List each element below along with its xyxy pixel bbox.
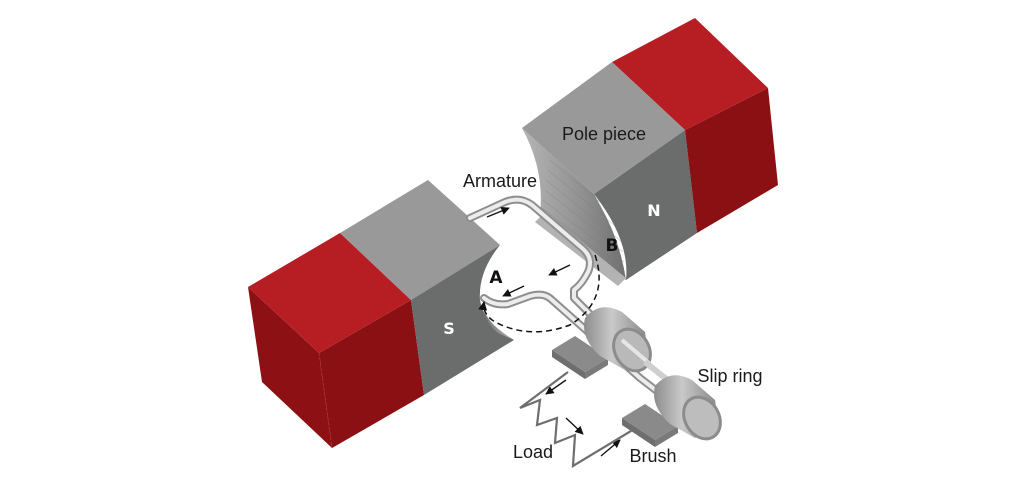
south-pole-face — [411, 245, 514, 395]
south-pole-label: S — [443, 319, 455, 338]
north-pole-face — [594, 130, 697, 280]
south-pole-piece-top — [340, 180, 500, 300]
north-magnet-red-front-face — [685, 88, 778, 233]
south-magnet-red-front-face — [319, 300, 424, 448]
south-magnet: S — [248, 180, 514, 449]
rotation-path-dashed — [478, 254, 600, 333]
slip-ring-1 — [552, 307, 652, 379]
current-arrows — [486, 206, 621, 457]
north-magnet: Pole piece N — [522, 18, 778, 286]
south-magnet-edge — [318, 352, 333, 449]
south-pole-concave-surface — [483, 305, 514, 340]
brush-2 — [622, 404, 678, 440]
current-arrow-4 — [545, 379, 567, 395]
south-magnet-red-top-face — [248, 233, 411, 353]
pole-piece-label: Pole piece — [562, 124, 646, 144]
point-b-label: B — [606, 236, 619, 256]
load-resistor — [519, 371, 637, 469]
point-a-label: A — [489, 268, 503, 288]
north-magnet-red-top-face — [612, 18, 768, 130]
armature-loop — [466, 195, 679, 409]
slip-ring-label: Slip ring — [697, 366, 762, 386]
slip-ring-2 — [622, 375, 722, 447]
brush-1 — [552, 336, 608, 372]
south-magnet-red-left-face — [248, 287, 332, 448]
current-arrow-6 — [600, 439, 621, 457]
load-label: Load — [513, 442, 553, 462]
brush-label: Brush — [629, 446, 676, 466]
slip-ring-2-opening — [682, 395, 722, 441]
current-arrow-2 — [548, 264, 571, 276]
north-pole-label: N — [647, 201, 660, 220]
armature-label: Armature — [463, 171, 537, 191]
north-pole-concave-surface — [522, 128, 626, 280]
current-arrow-5 — [565, 417, 584, 435]
current-arrow-1 — [486, 206, 510, 218]
current-arrow-3 — [502, 285, 525, 297]
north-pole-piece-top — [522, 62, 685, 194]
